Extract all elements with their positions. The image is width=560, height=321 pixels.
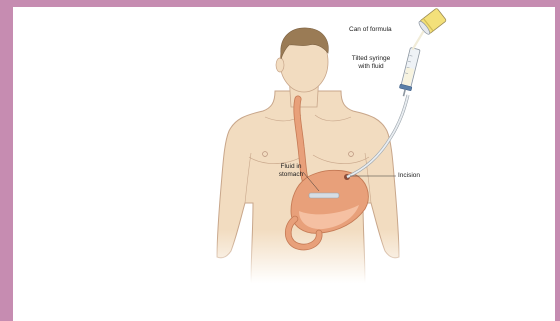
label-fluid-in-stomach: Fluid in stomach (271, 163, 311, 179)
pouring-stream (413, 32, 423, 49)
label-incision: Incision (398, 172, 420, 180)
ear (276, 58, 284, 72)
figure-panel: Can of formula Tilted syringe with fluid… (13, 7, 555, 321)
syringe-tip (403, 89, 405, 96)
label-tilted-syringe: Tilted syringe with fluid (341, 55, 401, 71)
label-can-of-formula: Can of formula (349, 26, 392, 34)
fluid-level (309, 193, 339, 198)
formula-can (417, 8, 446, 36)
syringe (398, 47, 421, 97)
